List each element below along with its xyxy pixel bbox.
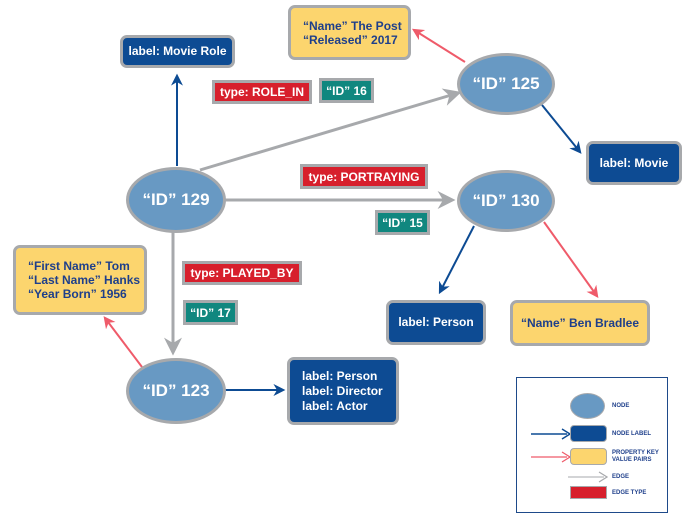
label-arrow-130: [438, 225, 475, 295]
node-129[interactable]: “ID” 129: [126, 167, 226, 233]
legend-node-label-swatch: [570, 425, 607, 442]
legend-property-text-1: PROPERTY KEY: [612, 450, 659, 456]
property-box-125: “Name” The Post “Released” 2017: [288, 5, 411, 60]
node-label-movie: label: Movie: [586, 141, 682, 185]
property-arrow-123: [103, 316, 143, 368]
legend-node-swatch: [570, 393, 605, 419]
property-line: “Last Name” Hanks: [28, 273, 141, 287]
legend-edge-text: EDGE: [612, 474, 630, 480]
property-arrow-130: [543, 221, 599, 298]
edge-type-role-in: type: ROLE_IN: [212, 80, 312, 104]
property-box-123: “First Name” Tom “Last Name” Hanks “Year…: [13, 245, 147, 315]
legend-property-text-2: VALUE PAIRS: [612, 457, 652, 463]
legend-property-arrow: [531, 451, 571, 463]
edge-id-16: “ID” 16: [319, 78, 374, 103]
edge-type-played-by: type: PLAYED_BY: [182, 261, 302, 285]
label-line: label: Actor: [302, 398, 368, 413]
edge-id-17: “ID” 17: [183, 300, 238, 325]
property-line: “Name” The Post: [303, 18, 402, 33]
legend: NODE NODE LABEL PROPERTY KEY VALUE PAIRS…: [516, 377, 668, 513]
legend-edge-arrow: [568, 471, 608, 483]
node-123[interactable]: “ID” 123: [126, 358, 226, 424]
legend-node-label-text: NODE LABEL: [612, 431, 651, 437]
property-arrow-125: [411, 28, 466, 63]
legend-edge-type-text: EDGE TYPE: [612, 490, 647, 496]
label-line: label: Person: [302, 368, 378, 383]
node-label-movie-role: label: Movie Role: [120, 35, 235, 68]
node-label-person: label: Person: [386, 300, 486, 345]
node-125[interactable]: “ID” 125: [457, 53, 555, 115]
edge-role-in-line: [199, 88, 462, 172]
node-label-person-director-actor: label: Person label: Director label: Act…: [287, 357, 399, 425]
edge-id-15: “ID” 15: [375, 210, 430, 235]
legend-node-text: NODE: [612, 403, 630, 409]
property-line: “Released” 2017: [303, 32, 398, 47]
legend-label-arrow: [531, 428, 571, 440]
property-line: “Year Born” 1956: [28, 287, 127, 301]
legend-edge-type-swatch: [570, 486, 607, 499]
legend-property-swatch: [570, 448, 607, 465]
node-130[interactable]: “ID” 130: [457, 170, 555, 232]
property-line: “First Name” Tom: [28, 259, 130, 273]
label-line: label: Director: [302, 383, 383, 398]
edge-type-portraying: type: PORTRAYING: [300, 164, 428, 189]
property-box-130: “Name” Ben Bradlee: [510, 300, 650, 346]
property-line: “Name” Ben Bradlee: [520, 316, 640, 330]
label-arrow-125: [541, 104, 582, 154]
